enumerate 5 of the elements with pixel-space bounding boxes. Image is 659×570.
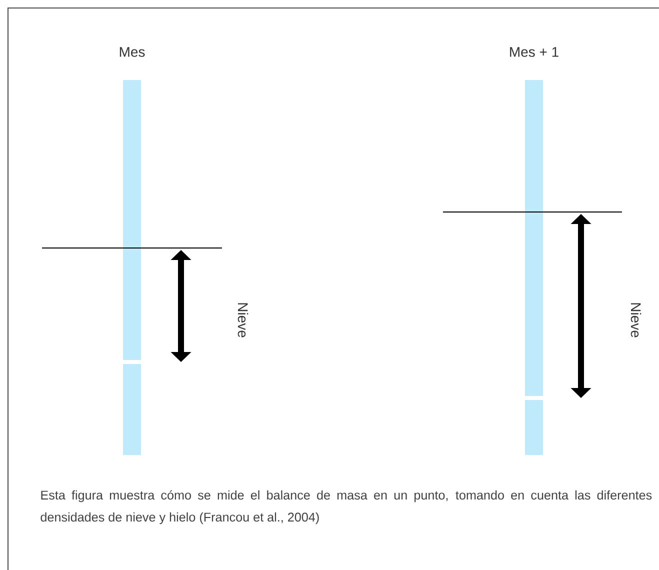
layer-label: Nieve: [238, 303, 248, 338]
column-title: Mes: [120, 47, 145, 57]
caption: Esta figura muestra cómo se mide el balance de masa en un punto, tomando en cuenta las diferentes densidades de nieve y hielo (Francou et al., 2004): [40, 490, 652, 524]
layer-label: Nieve: [630, 303, 642, 338]
column-title: Mes + 1: [510, 47, 558, 57]
